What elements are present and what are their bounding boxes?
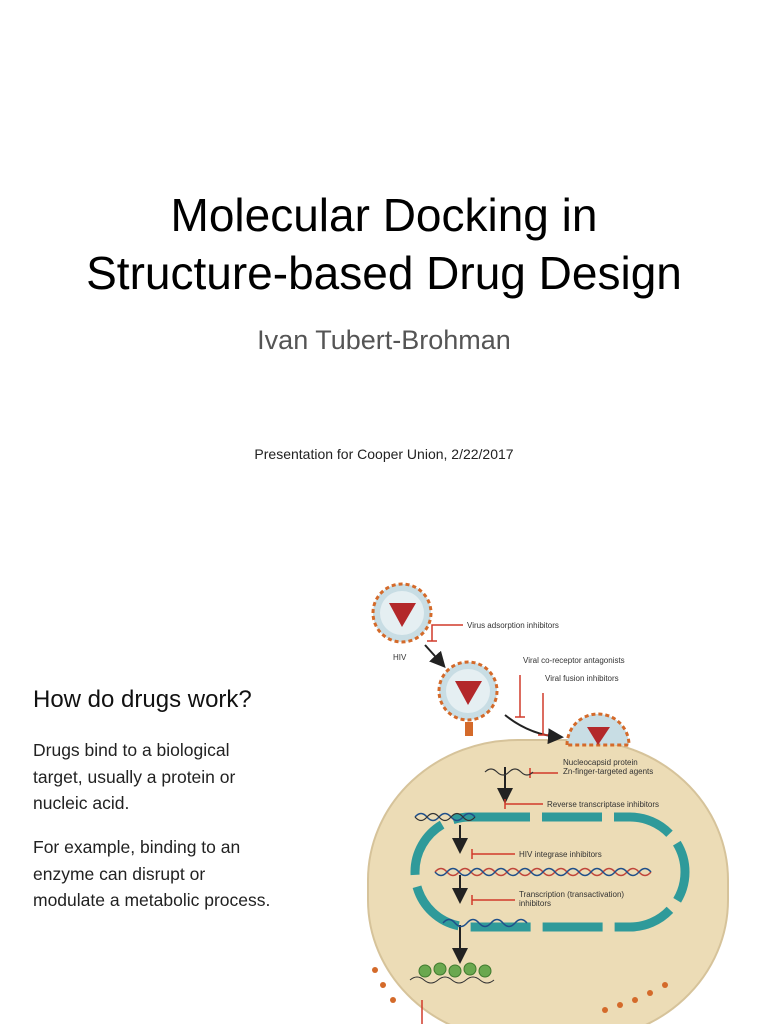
mrna (442, 918, 528, 928)
virus-particle-2 (437, 660, 499, 722)
budding-spikes (372, 967, 668, 1013)
hiv-lifecycle-figure: HIV (367, 582, 729, 1024)
label-virus-adsorption: Virus adsorption inhibitors (467, 621, 559, 630)
title-slide: Molecular Docking in Structure-based Dru… (0, 186, 768, 462)
slide-heading: How do drugs work? (33, 686, 252, 713)
label-nucleocapsid-2: Zn-finger-targeted agents (563, 767, 653, 776)
title-line-2: Structure-based Drug Design (86, 247, 682, 299)
virus-particle-1 (371, 582, 433, 644)
label-fusion: Viral fusion inhibitors (545, 674, 619, 683)
virus-particle-3 (565, 712, 631, 747)
content-slide: How do drugs work? Drugs bind to a biolo… (0, 560, 768, 1024)
nucleus-membrane (410, 812, 690, 932)
ribosome-cluster (418, 962, 492, 978)
paragraph-enzyme-example: For example, binding to an enzyme can di… (33, 837, 271, 910)
dna-strand-1 (414, 812, 476, 822)
paragraph-drug-binding: Drugs bind to a biological target, usual… (33, 740, 236, 813)
slide-title: Molecular Docking in Structure-based Dru… (0, 186, 768, 302)
inhibitor-markers (421, 624, 558, 1024)
viral-rna (484, 768, 534, 776)
author-name: Ivan Tubert-Brohman (257, 325, 511, 355)
title-line-1: Molecular Docking in (170, 189, 598, 241)
label-integrase: HIV integrase inhibitors (519, 850, 602, 859)
label-co-receptor: Viral co-receptor antagonists (523, 656, 625, 665)
label-reverse-transcriptase: Reverse transcriptase inhibitors (547, 800, 659, 809)
host-cell (367, 739, 729, 1024)
label-transcription-1: Transcription (transactivation) (519, 890, 624, 899)
label-hiv: HIV (393, 653, 407, 662)
label-nucleocapsid-1: Nucleocapsid protein (563, 758, 638, 767)
label-transcription-2: inhibitors (519, 899, 551, 908)
presentation-subtitle: Presentation for Cooper Union, 2/22/2017 (254, 446, 514, 462)
